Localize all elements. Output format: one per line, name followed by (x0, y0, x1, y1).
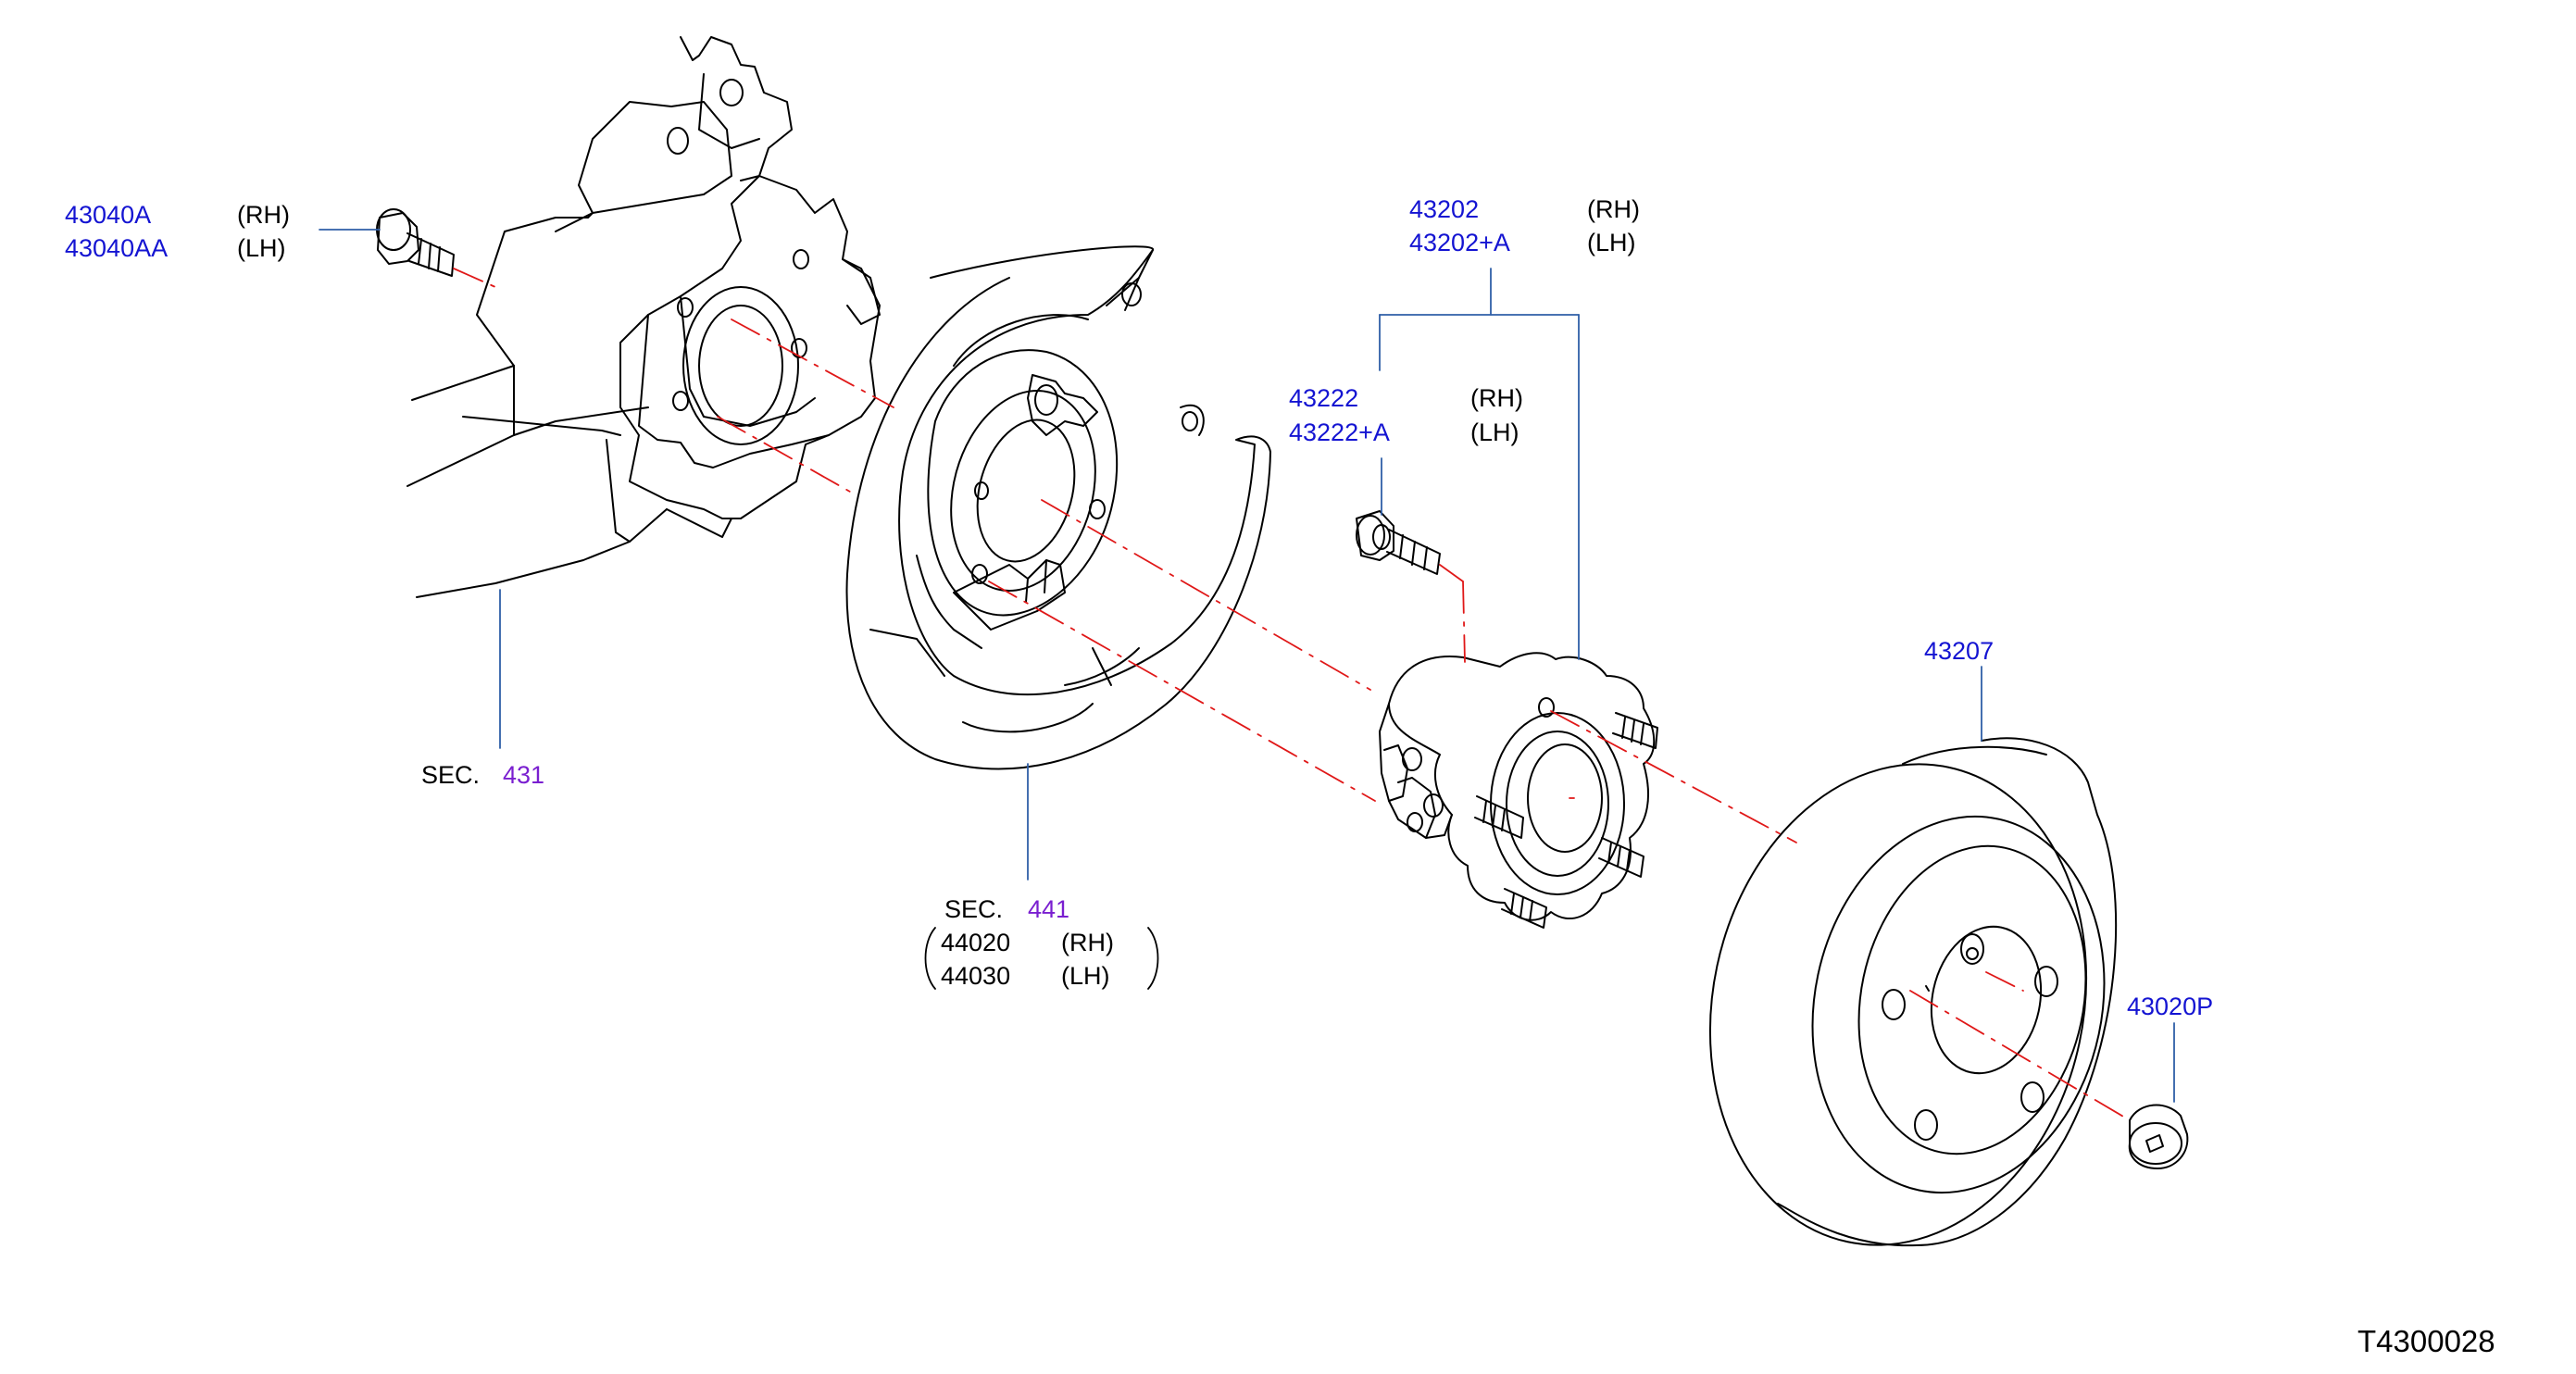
sec441-bracket-left (924, 927, 936, 990)
cap-pn[interactable]: 43020P (2127, 993, 2214, 1020)
knuckle-illustration (406, 36, 881, 598)
sec441-bracket-right (1147, 927, 1159, 990)
hub-assembly-pn-rh[interactable]: 43202 (1409, 195, 1480, 223)
hub-assembly-pn-lh[interactable]: 43202+A (1409, 229, 1510, 256)
backing-plate-rh-label: (RH) (1061, 929, 1114, 956)
drawing-code: T4300028 (2357, 1324, 2495, 1358)
backing-plate-pn-rh: 44020 (941, 929, 1011, 956)
brake-rotor-illustration (1708, 737, 2118, 1247)
hub-cap-illustration (2128, 1104, 2189, 1169)
sec441-link[interactable]: 441 (1028, 895, 1070, 923)
sec441-label: SEC. (944, 895, 1004, 923)
hub-assembly-lh-label: (LH) (1587, 229, 1636, 256)
hub-bolt-pn-lh[interactable]: 43222+A (1289, 418, 1390, 446)
bolt-knuckle-rh-label: (RH) (237, 201, 290, 229)
callout-leader-lines (319, 229, 2175, 1103)
hub-bolt-rh-label: (RH) (1470, 384, 1523, 412)
backing-plate-pn-lh: 44030 (941, 962, 1011, 990)
hub-assembly-illustration (1379, 652, 1658, 929)
knuckle-bolt-illustration (376, 208, 455, 277)
backing-plate-illustration (845, 245, 1271, 770)
backing-plate-lh-label: (LH) (1061, 962, 1110, 990)
hub-assembly-rh-label: (RH) (1587, 195, 1640, 223)
sec431-label: SEC. (421, 761, 481, 789)
bolt-knuckle-pn-lh[interactable]: 43040AA (65, 234, 169, 262)
sec431-link[interactable]: 431 (503, 761, 545, 789)
bolt-knuckle-lh-label: (LH) (237, 234, 286, 262)
hub-bolt-lh-label: (LH) (1470, 418, 1519, 446)
rotor-pn[interactable]: 43207 (1924, 637, 1995, 665)
hub-bolt-pn-rh[interactable]: 43222 (1289, 384, 1359, 412)
bolt-knuckle-pn-rh[interactable]: 43040A (65, 201, 152, 229)
hub-bolt-illustration (1356, 510, 1441, 575)
assembly-center-lines (453, 268, 2131, 1121)
